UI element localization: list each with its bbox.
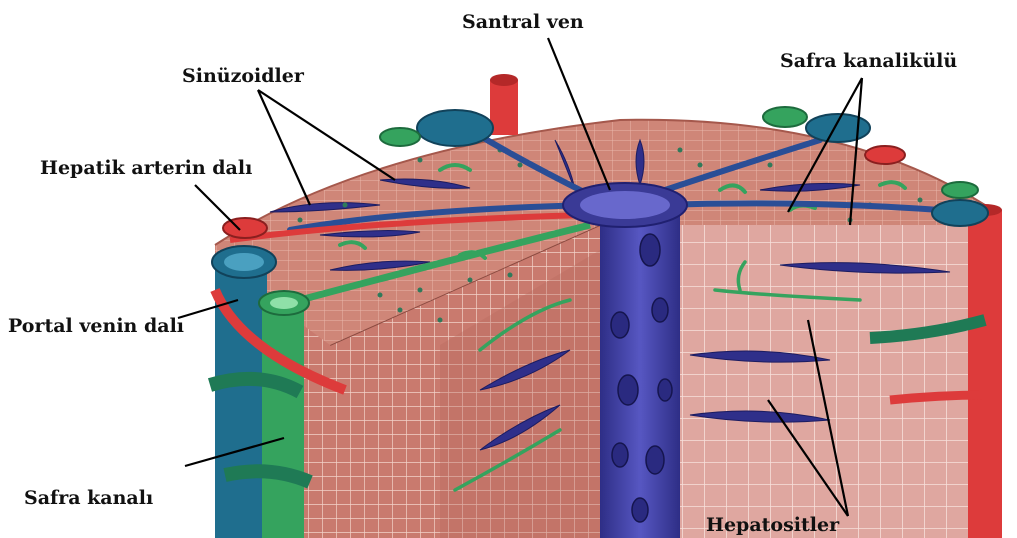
label-bile-duct: Safra kanalı (24, 487, 153, 509)
label-central-vein: Santral ven (462, 11, 584, 33)
label-hepatic-artery-branch: Hepatik arterin dalı (40, 157, 252, 179)
label-hepatocytes: Hepatositler (706, 514, 840, 536)
label-sinusoids: Sinüzoidler (182, 65, 305, 87)
label-portal-vein-branch: Portal venin dalı (8, 315, 184, 337)
label-bile-canaliculus: Safra kanalikülü (780, 50, 957, 72)
top-left-vessels (380, 74, 518, 146)
